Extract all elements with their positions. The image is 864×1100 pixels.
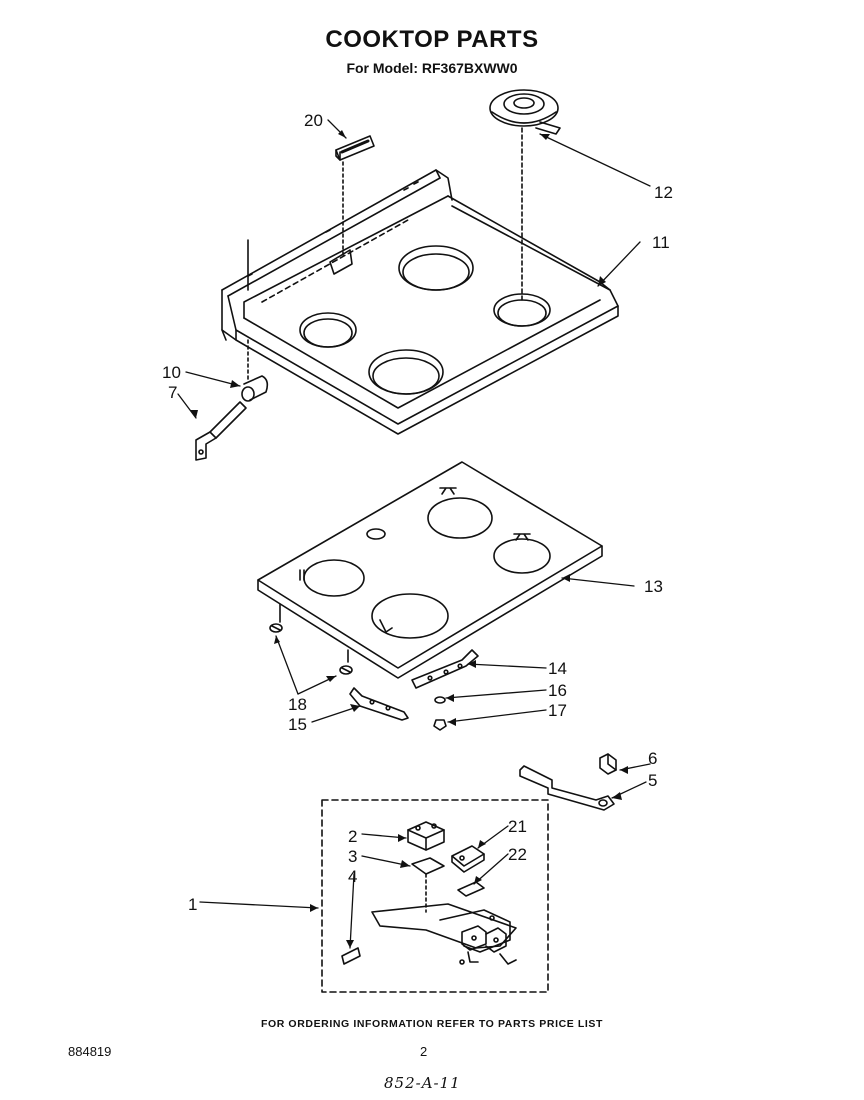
page-title: COOKTOP PARTS [325, 26, 539, 53]
callout-16: 16 [548, 681, 567, 700]
callout-11: 11 [652, 233, 670, 252]
callout-12: 12 [654, 183, 673, 202]
callout-3: 3 [348, 847, 357, 866]
part-6-clip [599, 753, 617, 775]
part-17-nut [433, 719, 447, 731]
callout-6: 6 [648, 749, 657, 768]
callout-10: 10 [162, 363, 181, 382]
callout-5: 5 [648, 771, 657, 790]
callout-1: 1 [188, 895, 197, 914]
callout-2: 2 [348, 827, 357, 846]
callout-7: 7 [168, 383, 177, 402]
handwritten-code: 852-A-11 [384, 1074, 461, 1092]
callout-4: 4 [348, 867, 357, 886]
part-16-washer [434, 696, 446, 704]
part-14-bracket [411, 649, 479, 689]
part-7-bracket [195, 401, 247, 461]
callout-18: 18 [288, 695, 307, 714]
part-13-element-bowl [257, 461, 603, 679]
leader-arrowheads [190, 130, 628, 948]
leader-lines [177, 119, 651, 949]
callout-20: 20 [304, 111, 323, 130]
part-10-connector [241, 375, 269, 402]
part-2-switch [407, 821, 445, 851]
part-15-bracket [349, 687, 409, 721]
part-12-surface-element [489, 89, 561, 301]
part-11-cooktop [221, 169, 619, 435]
callout-22: 22 [508, 845, 527, 864]
part-18-clip [269, 623, 353, 675]
page-number: 2 [420, 1044, 428, 1059]
callout-15: 15 [288, 715, 307, 734]
model-subtitle: For Model: RF367BXWW0 [346, 60, 518, 76]
part-3-plate [411, 857, 445, 913]
part-5-bracket [519, 765, 615, 811]
part-21-switch [451, 845, 485, 873]
document-number: 884819 [68, 1044, 112, 1059]
part-22-plate [457, 881, 485, 897]
callout-17: 17 [548, 701, 567, 720]
callout-14: 14 [548, 659, 567, 678]
callout-13: 13 [644, 577, 663, 596]
part-4-bracket [341, 947, 361, 965]
callout-labels: 20 12 11 10 7 13 14 16 17 18 15 6 5 2 21… [162, 111, 673, 914]
ordering-note: FOR ORDERING INFORMATION REFER TO PARTS … [260, 1018, 604, 1030]
part-1-assembly-box [321, 799, 549, 993]
part-1-switch-assembly [371, 903, 517, 965]
callout-21: 21 [508, 817, 527, 836]
part-20-clip [335, 135, 375, 259]
